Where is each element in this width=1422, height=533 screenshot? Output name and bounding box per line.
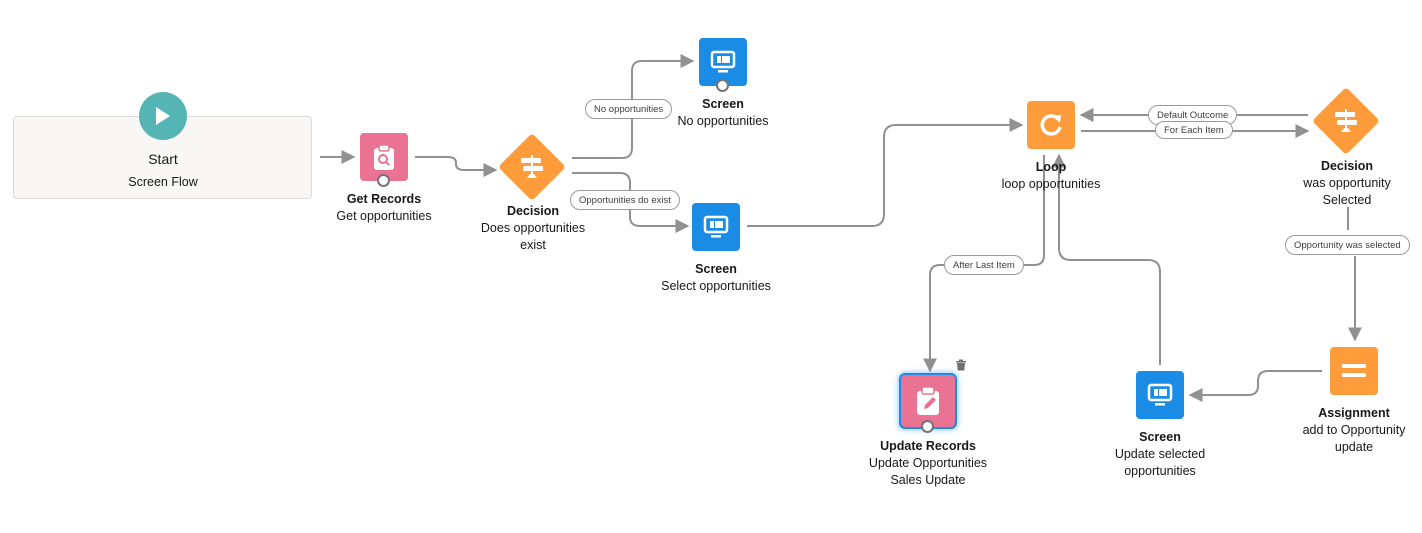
node-name-line2: Selected (1322, 193, 1372, 207)
screen-no-opps-node[interactable] (699, 38, 747, 86)
play-icon (156, 107, 170, 125)
screen-icon (1147, 383, 1173, 406)
record-lookup-icon (374, 144, 394, 170)
node-type: Screen (695, 262, 737, 276)
screen-update-selected-node[interactable] (1136, 371, 1184, 419)
screen-icon (703, 215, 729, 238)
assignment-node[interactable] (1330, 347, 1378, 395)
edge-label-for-each-item[interactable]: For Each Item (1155, 121, 1233, 139)
screen-select-opps-label: Screen Select opportunities (661, 261, 771, 295)
start-node-icon-wrapper[interactable] (139, 92, 187, 140)
loop-label: Loop loop opportunities (1002, 159, 1101, 193)
edge-label-opportunities-exist[interactable]: Opportunities do exist (570, 190, 680, 210)
node-type: Update Records (880, 439, 976, 453)
loop-node[interactable] (1027, 101, 1075, 149)
assignment-label: Assignment add to Opportunity update (1303, 405, 1406, 456)
node-type: Get Records (346, 192, 422, 206)
decision1-label: Decision Does opportunities exist (481, 203, 585, 254)
node-type: Screen (1139, 430, 1181, 444)
node-name-line2: Sales Update (890, 473, 966, 487)
node-name: No opportunities (677, 114, 769, 128)
node-name: Get opportunities (336, 209, 432, 223)
node-name-line2: opportunities (1124, 464, 1196, 478)
screen-no-opps-connector[interactable] (716, 79, 729, 92)
node-name: Update Opportunities (868, 456, 988, 470)
get-records-node[interactable] (360, 133, 408, 181)
get-records-connector[interactable] (377, 174, 390, 187)
node-name: loop opportunities (1001, 177, 1101, 191)
record-update-icon (917, 386, 939, 415)
start-title: Start (148, 151, 178, 167)
screen-select-opps-node[interactable] (692, 203, 740, 251)
edge-decision2-to-assignment (1348, 207, 1355, 340)
edge-get-records-to-decision (415, 156, 498, 177)
edge-label-no-opportunities[interactable]: No opportunities (585, 99, 673, 119)
update-records-node[interactable] (901, 375, 955, 427)
node-name: Update selected (1114, 447, 1206, 461)
edge-screen-select-to-loop (747, 118, 1024, 227)
equals-icon (1342, 364, 1366, 377)
screen-no-opps-label: Screen No opportunities (677, 96, 768, 130)
screen-icon (710, 50, 736, 73)
node-name: add to Opportunity (1302, 423, 1406, 437)
update-records-connector[interactable] (921, 420, 934, 433)
edge-label-after-last-item[interactable]: After Last Item (944, 255, 1024, 275)
node-type: Loop (1035, 160, 1067, 174)
signpost-icon (1322, 97, 1370, 145)
edge-label-opportunity-was-selected[interactable]: Opportunity was selected (1285, 235, 1410, 255)
node-type: Decision (506, 204, 560, 218)
node-type: Assignment (1318, 406, 1390, 420)
trash-icon[interactable] (955, 359, 967, 371)
update-records-label: Update Records Update Opportunities Sale… (869, 438, 987, 489)
node-type: Screen (702, 97, 744, 111)
loop-icon (1040, 114, 1062, 136)
decision2-label: Decision was opportunity Selected (1303, 158, 1391, 209)
signpost-icon (508, 143, 556, 191)
node-name-line2: update (1334, 440, 1374, 454)
edge-assignment-to-screen-update (1188, 370, 1322, 402)
node-name-line2: exist (520, 238, 546, 252)
node-name: Does opportunities (480, 221, 586, 235)
node-name: was opportunity (1303, 176, 1391, 190)
edge-screen-update-to-loop (1052, 153, 1161, 365)
start-subtitle: Screen Flow (128, 175, 198, 189)
get-records-label: Get Records Get opportunities (336, 191, 431, 225)
node-name: Select opportunities (661, 279, 771, 293)
node-type: Decision (1320, 159, 1374, 173)
screen-update-selected-label: Screen Update selected opportunities (1115, 429, 1205, 480)
